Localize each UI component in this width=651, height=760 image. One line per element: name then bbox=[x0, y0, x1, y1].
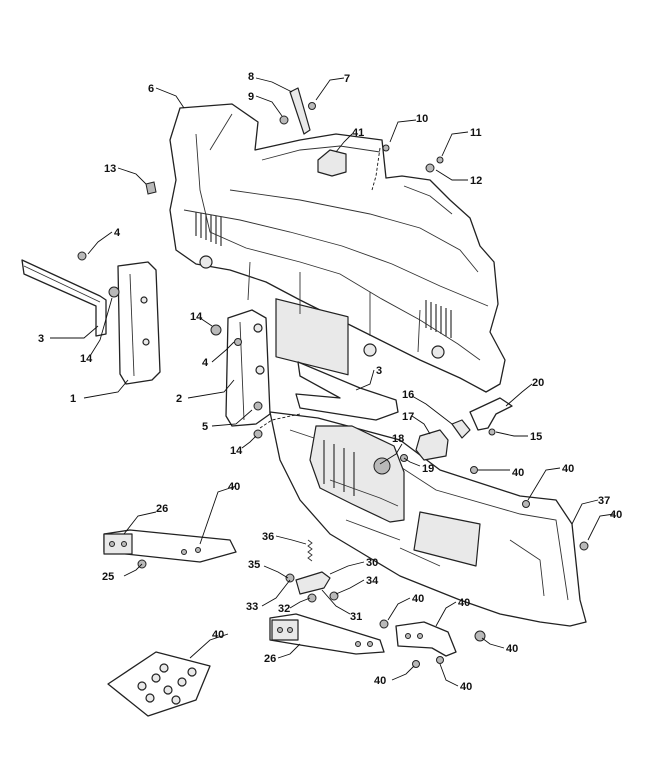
callout-7: 7 bbox=[344, 73, 350, 85]
callout-30: 30 bbox=[366, 557, 378, 569]
link-arm bbox=[285, 571, 339, 603]
callout-9: 9 bbox=[248, 91, 254, 103]
rear-body-housing bbox=[169, 103, 506, 393]
callout-40: 40 bbox=[506, 643, 518, 655]
callout-17: 17 bbox=[402, 411, 414, 423]
callout-14: 14 bbox=[80, 353, 93, 365]
callout-40: 40 bbox=[512, 467, 524, 479]
callout-26: 26 bbox=[156, 503, 168, 515]
callout-1: 1 bbox=[70, 393, 76, 405]
callout-3: 3 bbox=[38, 333, 44, 345]
hardware-kit-bag bbox=[107, 651, 211, 717]
callout-10: 10 bbox=[416, 113, 428, 125]
spring bbox=[307, 539, 313, 562]
latch-lever bbox=[469, 397, 513, 431]
callout-18: 18 bbox=[392, 433, 404, 445]
callout-15: 15 bbox=[530, 431, 542, 443]
callout-4: 4 bbox=[202, 357, 209, 369]
callout-34: 34 bbox=[366, 575, 379, 587]
callout-12: 12 bbox=[470, 175, 482, 187]
callout-5: 5 bbox=[202, 421, 208, 433]
callout-16: 16 bbox=[402, 389, 414, 401]
right-hinge-plate bbox=[395, 621, 457, 657]
callout-26: 26 bbox=[264, 653, 276, 665]
callout-40: 40 bbox=[374, 675, 386, 687]
callout-40: 40 bbox=[412, 593, 424, 605]
callout-13: 13 bbox=[104, 163, 116, 175]
callout-19: 19 bbox=[422, 463, 434, 475]
left-side-panel bbox=[117, 261, 161, 385]
callout-6: 6 bbox=[148, 83, 154, 95]
latch-pin bbox=[451, 419, 471, 439]
callout-14: 14 bbox=[190, 311, 203, 323]
center-rail-bracket bbox=[295, 361, 399, 421]
callout-40: 40 bbox=[460, 681, 472, 693]
callout-33: 33 bbox=[246, 601, 258, 613]
callout-32: 32 bbox=[278, 603, 290, 615]
callout-40: 40 bbox=[458, 597, 470, 609]
callout-11: 11 bbox=[470, 127, 482, 139]
callout-8: 8 bbox=[248, 71, 254, 83]
callout-20: 20 bbox=[532, 377, 544, 389]
center-side-panel bbox=[225, 309, 271, 427]
callout-36: 36 bbox=[262, 531, 274, 543]
lower-hinge-plate bbox=[269, 613, 385, 655]
callout-40: 40 bbox=[610, 509, 622, 521]
left-rail-bracket bbox=[21, 259, 107, 337]
body-bracket bbox=[317, 149, 347, 177]
callout-41: 41 bbox=[352, 127, 364, 139]
callout-labels: 1 2 3 3 4 4 5 6 7 8 9 10 11 12 13 14 14 … bbox=[38, 71, 622, 693]
callout-25: 25 bbox=[102, 571, 114, 583]
callout-14: 14 bbox=[230, 445, 243, 457]
callout-40: 40 bbox=[228, 481, 240, 493]
callout-2: 2 bbox=[176, 393, 182, 405]
latch-block bbox=[415, 429, 449, 461]
callout-35: 35 bbox=[248, 559, 260, 571]
callout-4: 4 bbox=[114, 227, 121, 239]
callout-31: 31 bbox=[350, 611, 362, 623]
callout-40: 40 bbox=[562, 463, 574, 475]
upper-hinge-plate bbox=[103, 529, 237, 563]
leader-lines bbox=[50, 77, 615, 687]
latch-assembly bbox=[309, 425, 405, 523]
callout-40: 40 bbox=[212, 629, 224, 641]
callout-3: 3 bbox=[376, 365, 382, 377]
callout-37: 37 bbox=[598, 495, 610, 507]
